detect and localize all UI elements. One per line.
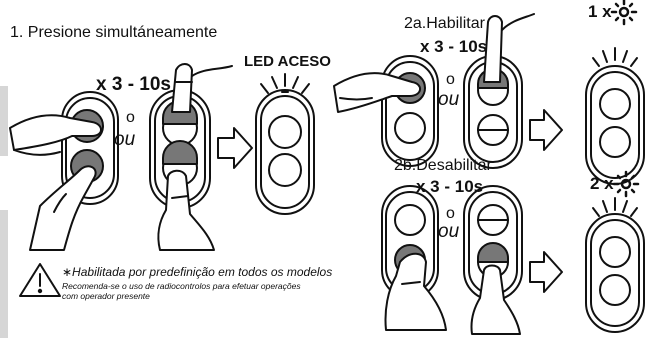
arrow-step2b xyxy=(529,251,563,293)
step2b-led-rays xyxy=(592,197,638,217)
arrow-step1 xyxy=(217,127,253,169)
step1-hand-left xyxy=(9,114,102,251)
note-default-enabled: ∗Habilitada por predefinição em todos os… xyxy=(62,265,333,279)
step2a-or-es: o xyxy=(446,71,455,88)
step2b-or-pt: ou xyxy=(438,221,460,242)
step2b-hand xyxy=(384,252,447,331)
step2a-repeat-label: x 3 - 10s xyxy=(420,37,488,56)
step1-or-es: o xyxy=(126,109,135,126)
step1-repeat-label: x 3 - 10s xyxy=(96,74,171,95)
step2a-remote-left xyxy=(381,55,439,167)
note-recommendation-line1: Recomenda-se o uso de radiocontrolos par… xyxy=(62,281,301,291)
step2a-hand xyxy=(333,72,421,113)
step2a-or-pt: ou xyxy=(438,89,460,110)
step2a-finger xyxy=(483,13,535,83)
arrow-step2a xyxy=(529,109,563,151)
step1-finger-top xyxy=(171,63,233,113)
warning-icon xyxy=(19,263,61,297)
step2b-or-es: o xyxy=(446,205,455,222)
led-on-remote xyxy=(255,89,315,215)
step1-title: 1. Presione simultáneamente xyxy=(10,24,218,41)
step2b-blink-count: 2 x xyxy=(590,174,614,193)
step2a-blink-count: 1 x xyxy=(588,2,612,21)
left-margin-stripe-bottom xyxy=(0,210,8,338)
note-recommendation-line2: com operador presente xyxy=(62,291,150,301)
step1-or-pt: ou xyxy=(114,129,136,150)
step2b-title: 2b.Desabilitar xyxy=(394,157,492,174)
left-margin-stripe-top xyxy=(0,86,8,156)
led-on-label: LED ACESO xyxy=(244,53,331,70)
step2a-blink-icon xyxy=(610,0,638,26)
step2b-blink-icon xyxy=(612,170,640,198)
led-rays xyxy=(260,73,310,94)
step2a-led-rays xyxy=(592,47,638,67)
step2a-title: 2a.Habilitar xyxy=(404,15,485,32)
step2a-led-remote xyxy=(585,65,645,185)
step2b-finger xyxy=(470,264,521,335)
step1-finger-bottom xyxy=(157,169,215,251)
step2b-repeat-label: x 3 - 10s xyxy=(416,177,484,196)
step2b-led-remote xyxy=(585,213,645,333)
